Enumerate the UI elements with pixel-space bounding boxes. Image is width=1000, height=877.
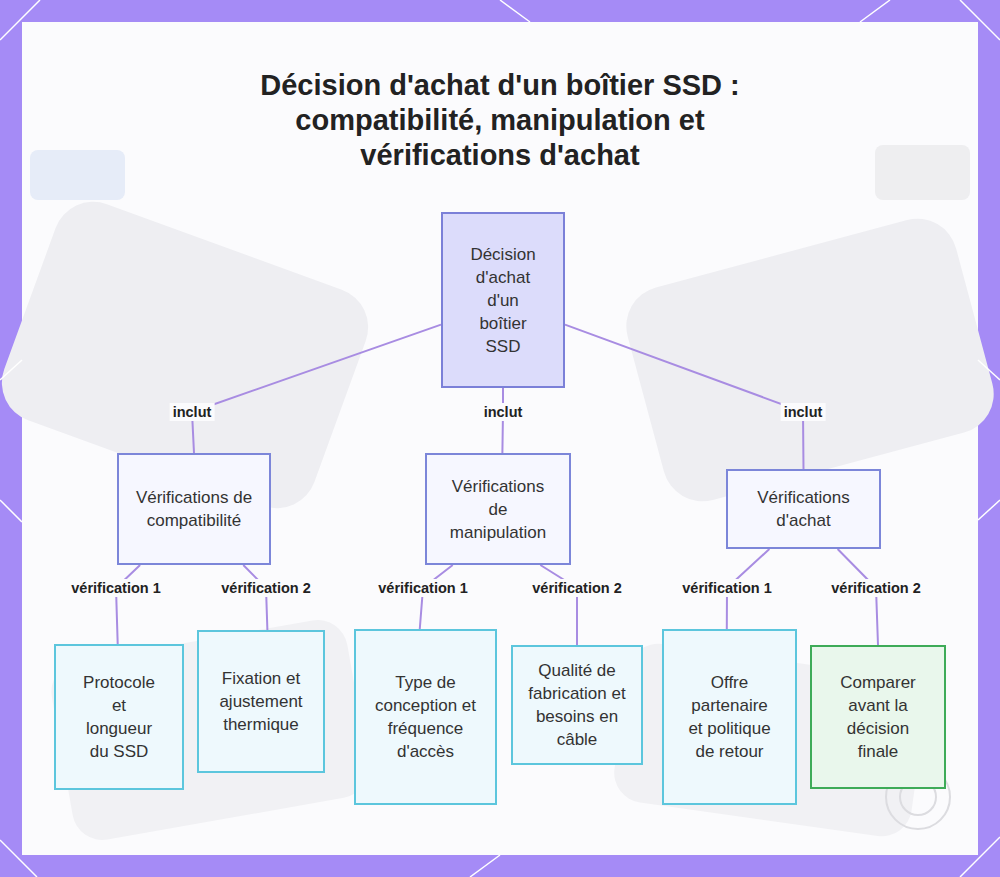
category-box: Vérifications de compatibilité <box>117 453 271 565</box>
node-label: Fixation et ajustement thermique <box>213 667 309 736</box>
edge-label: inclut <box>481 403 526 421</box>
node-label: Comparer avant la décision finale <box>826 671 930 763</box>
node-text-group: Décision d'achat d'un boîtier SSD <box>465 243 541 358</box>
node-label: Qualité de fabrication et besoins en câb… <box>523 659 631 751</box>
node-label: Type de conception et fréquence d'accès <box>374 671 477 763</box>
connector-line <box>540 565 577 645</box>
node-label: Décision d'achat d'un boîtier SSD <box>465 243 541 358</box>
node-label: Offre partenaire et politique de retour <box>686 671 773 763</box>
node-text-group: Vérifications de manipulation <box>441 475 555 544</box>
node-text-group: Comparer avant la décision finale <box>826 671 930 763</box>
check-box: Fixation et ajustement thermique <box>197 630 325 773</box>
node-text-group: Vérifications de compatibilité <box>133 486 255 532</box>
edge-label: inclut <box>781 403 826 421</box>
connector-line <box>243 565 267 630</box>
final-box: Comparer avant la décision finale <box>810 645 946 789</box>
node-text-group: Type de conception et fréquence d'accès <box>374 671 477 763</box>
blurred-illustration <box>0 145 1000 845</box>
root-box: Décision d'achat d'un boîtier SSD <box>441 212 565 388</box>
connector-line <box>565 325 804 469</box>
check-box: Qualité de fabrication et besoins en câb… <box>511 645 643 765</box>
edge-label: vérification 2 <box>529 579 624 597</box>
node-text-group: Qualité de fabrication et besoins en câb… <box>523 659 631 751</box>
node-label: Vérifications de compatibilité <box>133 486 255 532</box>
node-text-group: Offre partenaire et politique de retour <box>686 671 773 763</box>
edge-label: vérification 1 <box>375 579 470 597</box>
node-text-group: Protocole et longueur du SSD <box>78 671 160 763</box>
node-text-group: Fixation et ajustement thermique <box>213 667 309 736</box>
category-box: Vérifications d'achat <box>726 469 881 549</box>
edge-label: vérification 2 <box>218 579 313 597</box>
node-label: Vérifications de manipulation <box>441 475 555 544</box>
connector-line <box>116 565 140 644</box>
check-box: Type de conception et fréquence d'accès <box>354 629 497 805</box>
edge-label: vérification 1 <box>68 579 163 597</box>
node-text-group: Vérifications d'achat <box>742 486 865 532</box>
connector-line <box>192 325 441 453</box>
category-box: Vérifications de manipulation <box>425 453 571 565</box>
diagram-title: Décision d'achat d'un boîtier SSD : comp… <box>210 68 790 173</box>
node-label: Vérifications d'achat <box>742 486 865 532</box>
edge-label: inclut <box>170 403 215 421</box>
edge-label: vérification 1 <box>679 579 774 597</box>
connector-line <box>838 549 878 645</box>
check-box: Protocole et longueur du SSD <box>54 644 184 790</box>
edge-label: vérification 2 <box>828 579 923 597</box>
node-label: Protocole et longueur du SSD <box>78 671 160 763</box>
connector-line <box>420 565 453 629</box>
check-box: Offre partenaire et politique de retour <box>662 629 797 805</box>
